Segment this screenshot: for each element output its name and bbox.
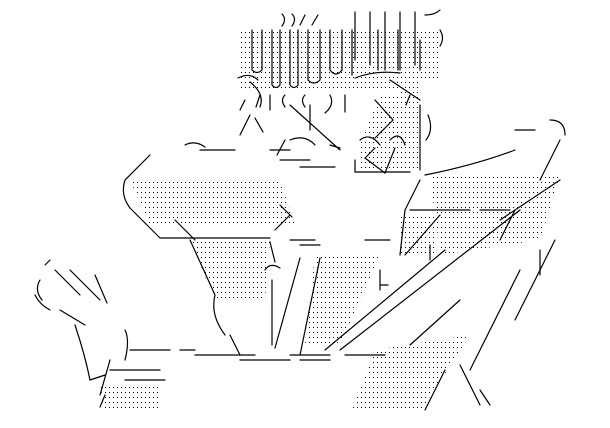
left-shoulder-region [122, 154, 391, 356]
right-arm-region [324, 119, 566, 351]
hair-region [237, 9, 444, 150]
face-region [184, 94, 432, 174]
hand-region [34, 239, 556, 412]
